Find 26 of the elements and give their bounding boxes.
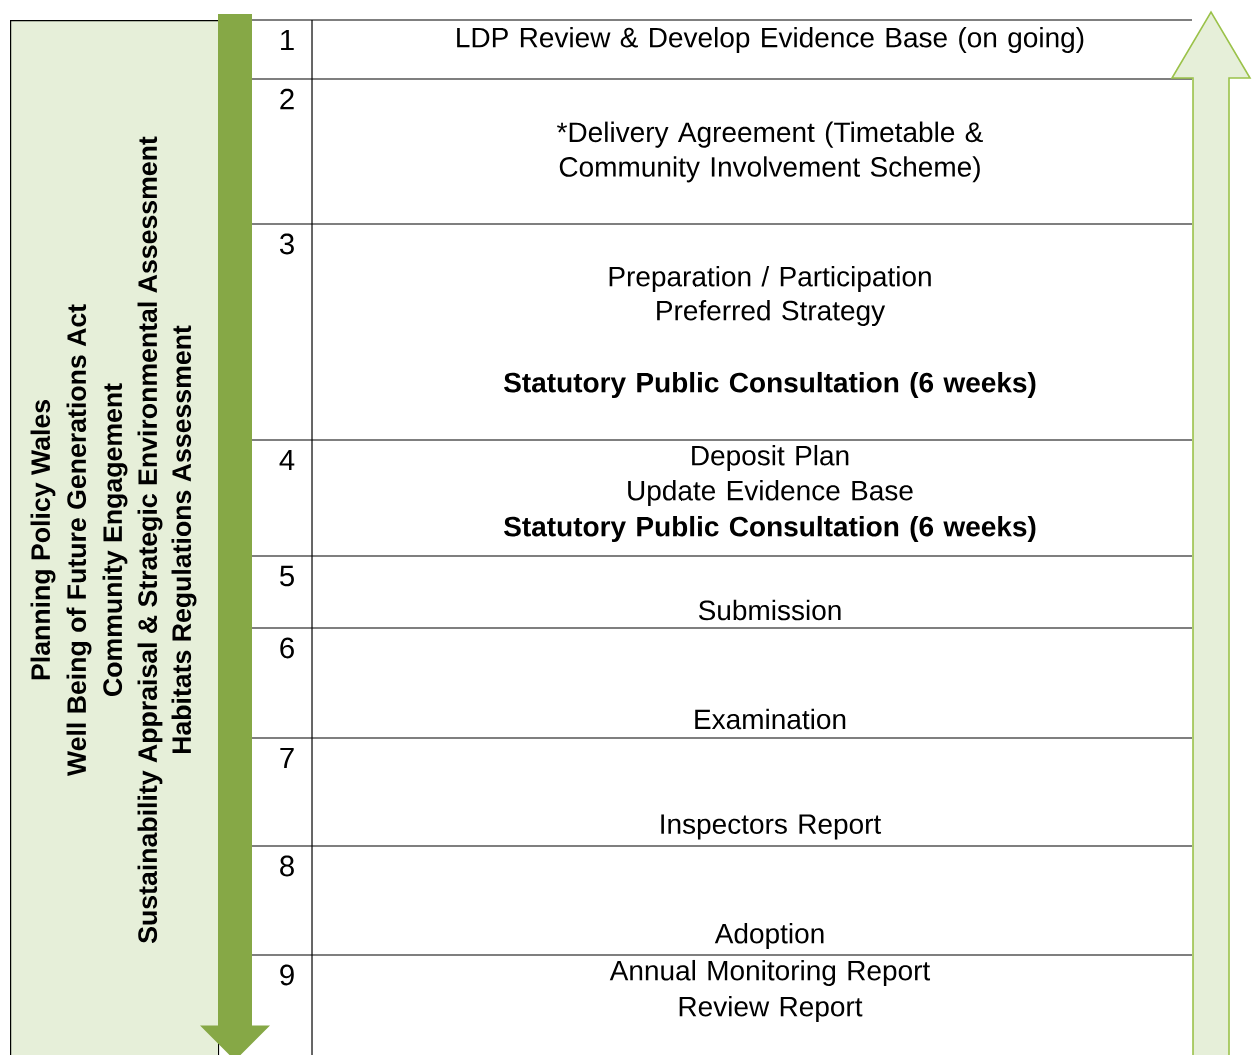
step-text: Deposit Plan (692, 444, 849, 472)
step-text: Statutory Public Consultation (6 weeks) (504, 371, 1036, 399)
step-number: 6 (280, 637, 294, 659)
step-text: Adoption (714, 922, 824, 950)
step-text: Inspectors Report (661, 814, 882, 840)
step-number: 5 (280, 565, 294, 587)
step-text: Statutory Public Consultation (6 weeks) (504, 515, 1036, 543)
step-number: 3 (279, 233, 294, 255)
step-number: 4 (279, 449, 295, 471)
step-text: *Delivery Agreement (Timetable & Community Involvement Scheme) (557, 121, 983, 183)
step-number: 1 (281, 29, 294, 51)
block-arrow (200, 14, 270, 1055)
side-panel: Planning Policy Wales Well Being of Future Generations Act Community Engagement Sustainability Appraisal & Strategic Environmental Assessment Habitats Regulations Assessment (10, 20, 220, 1055)
step-text: Preferred Strategy (657, 299, 886, 327)
step-text: LDP Review & Develop Evidence Base (on going) (457, 26, 1084, 54)
step-text: Examination (695, 708, 846, 730)
step-number: 7 (280, 747, 294, 769)
step-text: Preparation / Participation (609, 265, 931, 293)
step-number: 2 (280, 88, 294, 110)
step-text: Update Evidence Base (628, 479, 913, 507)
step-number: 8 (280, 855, 294, 877)
step-text: Annual Monitoring Report (609, 959, 930, 987)
step-text: Submission (698, 599, 841, 621)
block-arrow (1170, 10, 1252, 1055)
step-number: 9 (280, 964, 294, 986)
step-text: Review Report (679, 995, 863, 1023)
